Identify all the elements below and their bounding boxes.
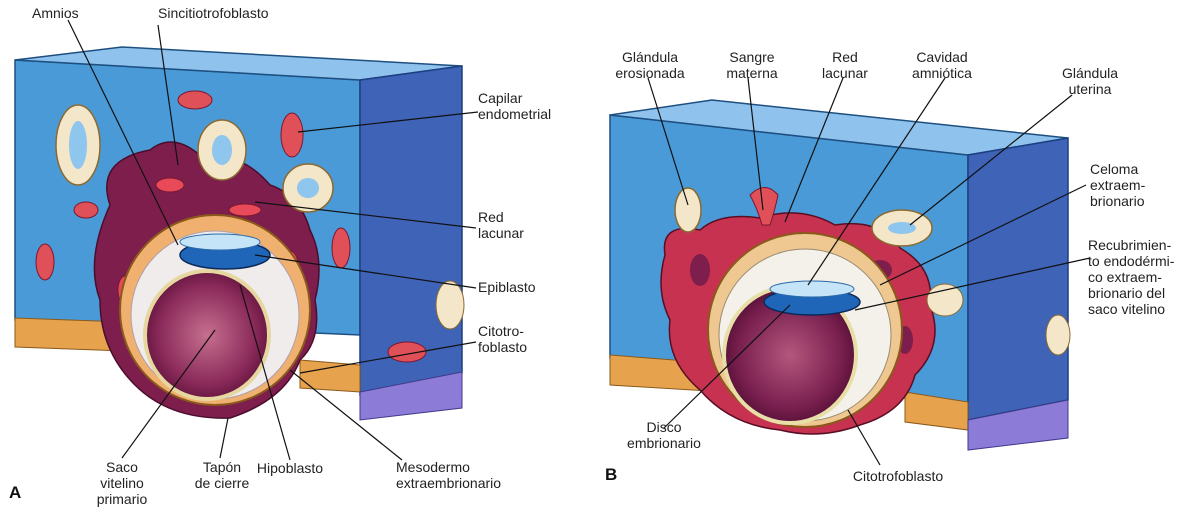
- diagram-label-line: to endodérmi-: [1088, 253, 1175, 269]
- diagram-label: Citotrofoblasto: [853, 468, 943, 484]
- uterine-gland-lumen: [888, 222, 916, 234]
- endometrial-capillary: [177, 90, 213, 110]
- diagram-label-line: primario: [97, 491, 148, 507]
- diagram-label-line: Hipoblasto: [257, 460, 323, 476]
- endometrium-side-face: [967, 137, 1069, 421]
- diagram-label-line: Cavidad: [916, 49, 967, 65]
- diagram-label-line: Epiblasto: [478, 279, 536, 295]
- diagram-label-line: Citotrofoblasto: [853, 468, 943, 484]
- diagram-label-line: Citotro-: [478, 323, 524, 339]
- diagram-label-line: Sincitiotrofoblasto: [158, 5, 269, 21]
- lacuna: [690, 254, 710, 286]
- endometrial-capillary: [331, 227, 351, 269]
- diagram-label-line: co extraem-: [1088, 269, 1162, 285]
- diagram-label: Epiblasto: [478, 279, 536, 295]
- diagram-label-line: Glándula: [1062, 65, 1118, 81]
- eroded-gland: [674, 187, 702, 233]
- diagram-label-line: Saco: [106, 459, 138, 475]
- diagram-label-line: materna: [726, 65, 778, 81]
- diagram-label-line: embrionario: [627, 435, 701, 451]
- diagram-label-line: Celoma: [1090, 161, 1138, 177]
- epithelium-side: [359, 371, 463, 421]
- diagram-label-line: amniótica: [912, 65, 972, 81]
- diagram-label-line: Disco: [646, 419, 681, 435]
- amniotic-cavity: [769, 280, 855, 298]
- diagram-label-line: Red: [832, 49, 858, 65]
- diagram-label-line: Amnios: [32, 5, 79, 21]
- diagram-label-line: Red: [478, 209, 504, 225]
- diagram-label-line: brionario: [1090, 193, 1145, 209]
- maternal-blood: [749, 187, 779, 226]
- epithelium-side: [967, 399, 1069, 451]
- diagram-label-line: extraembrionario: [396, 475, 501, 491]
- diagram-label: Recubrimien-to endodérmi-co extraem-brio…: [1088, 237, 1175, 317]
- endometrial-capillary: [387, 341, 427, 363]
- side-gland: [435, 280, 465, 330]
- diagram-label-line: extraem-: [1090, 177, 1146, 193]
- uterine-gland-lumen: [69, 121, 87, 169]
- endometrial-capillary: [280, 112, 304, 158]
- diagram-label-line: uterina: [1069, 81, 1112, 97]
- diagram-label-line: Mesodermo: [396, 459, 470, 475]
- diagram-label-line: Recubrimien-: [1088, 237, 1172, 253]
- panel-b-leader-lines: [647, 77, 1091, 466]
- diagram-label: Citotro-foblasto: [478, 323, 527, 355]
- diagram-label-line: erosionada: [615, 65, 684, 81]
- amniotic-cavity-a: [179, 233, 261, 251]
- diagram-label-line: Sangre: [729, 49, 774, 65]
- panel-a-leader-lines: [67, 19, 479, 461]
- uterine-gland-lumen: [297, 178, 319, 198]
- uterine-gland-lumen: [212, 135, 232, 165]
- diagram-label-line: endometrial: [478, 106, 551, 122]
- diagram-label-line: vitelino: [100, 475, 144, 491]
- diagram-label-line: lacunar: [822, 65, 868, 81]
- panel-b-letter: B: [605, 465, 617, 484]
- diagram-label-line: brionario del: [1088, 285, 1165, 301]
- diagram-label: Sincitiotrofoblasto: [158, 5, 269, 21]
- side-gland: [1045, 314, 1071, 356]
- diagram-label: Amnios: [32, 5, 79, 21]
- diagram-label-line: Tapón: [203, 459, 241, 475]
- endometrial-capillary: [73, 201, 99, 219]
- panel-a-letter: A: [9, 483, 21, 502]
- endometrial-capillary: [35, 243, 55, 281]
- uterine-epithelium-right: [299, 359, 361, 393]
- diagram-label-line: saco vitelino: [1088, 301, 1165, 317]
- uterine-gland: [926, 283, 964, 317]
- diagram-label-line: foblasto: [478, 339, 527, 355]
- diagram-label: Hipoblasto: [257, 460, 323, 476]
- lacuna: [228, 203, 262, 217]
- diagram-label-line: Glándula: [622, 49, 678, 65]
- diagram-label-line: de cierre: [195, 475, 250, 491]
- lacuna: [155, 177, 185, 193]
- diagram-label-line: Capilar: [478, 90, 523, 106]
- diagram-label-line: lacunar: [478, 225, 524, 241]
- primary-yolk-sac: [143, 269, 271, 401]
